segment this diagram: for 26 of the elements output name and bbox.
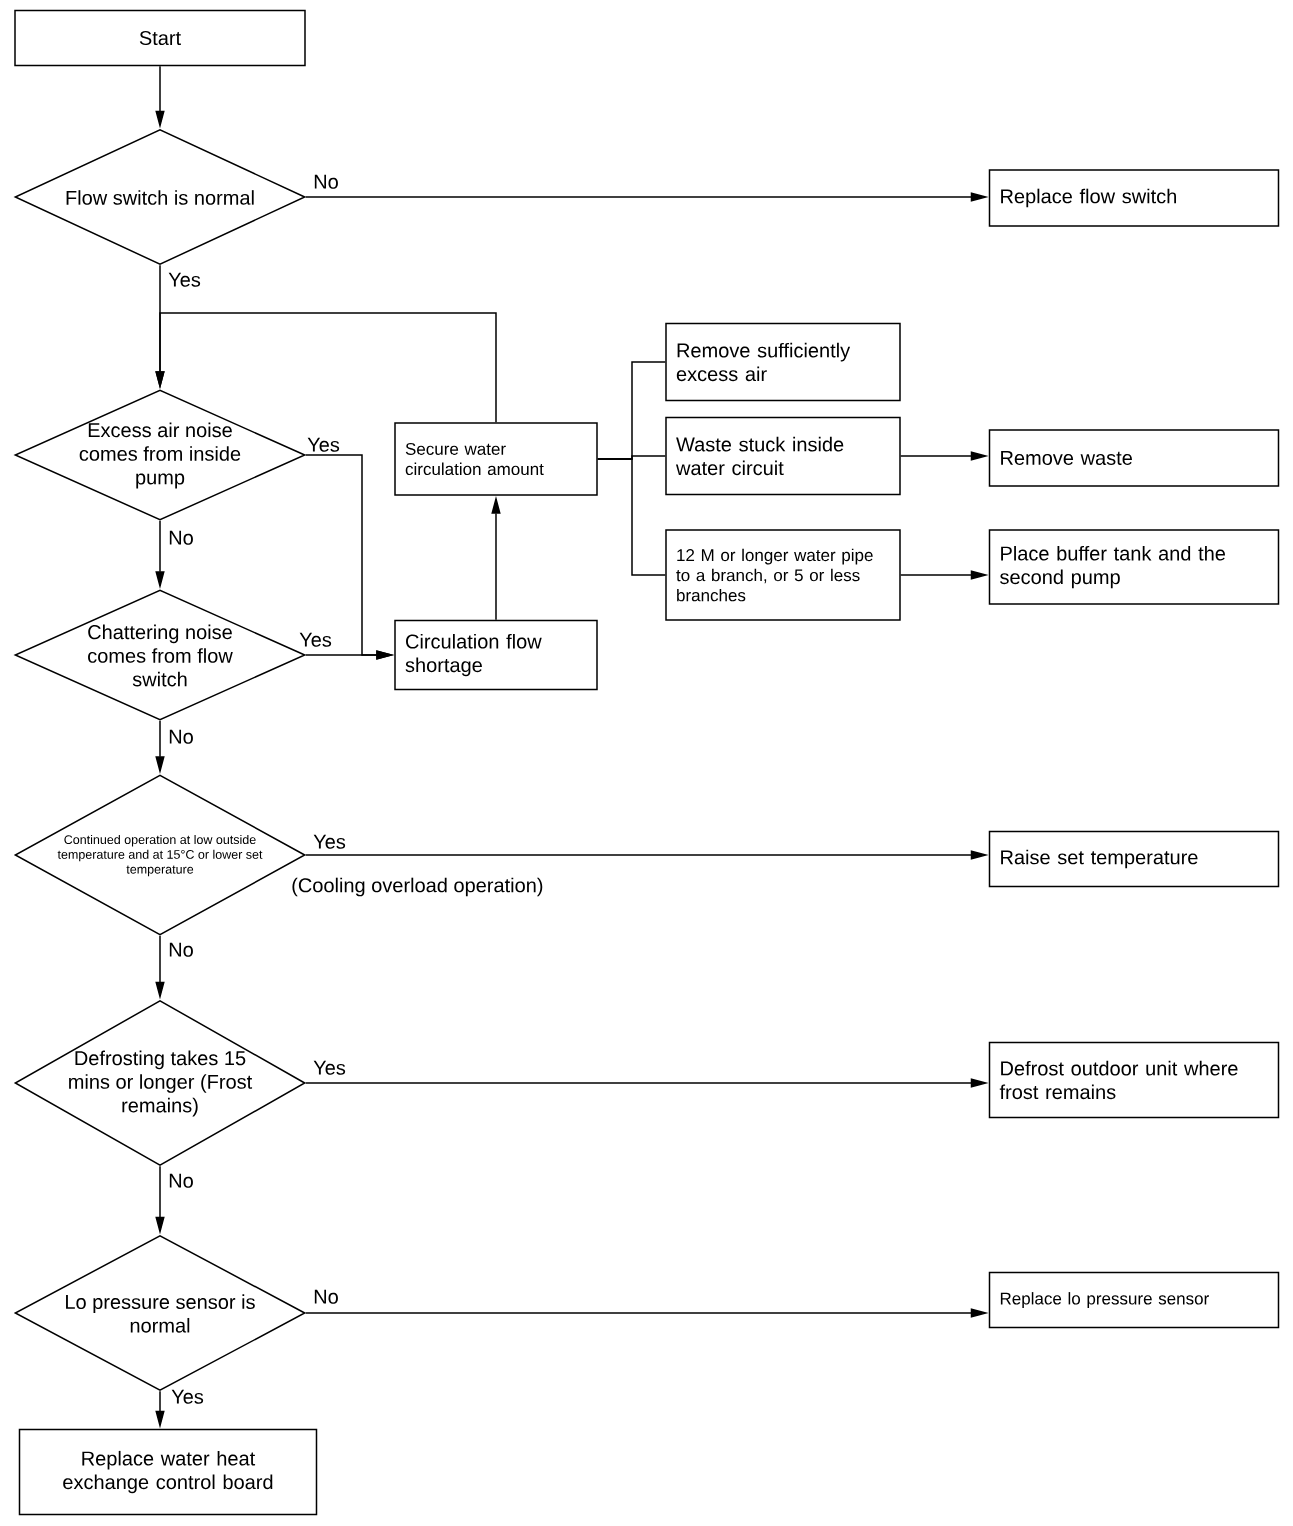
process-box: Waste stuck inside water circuit — [665, 416, 901, 496]
end-box: Replace water heat exchange control board — [18, 1428, 318, 1516]
process-box: Circulation flow shortage — [394, 619, 598, 691]
edge-label: Yes — [167, 271, 202, 288]
process-box: Defrost outdoor unit where frost remains — [988, 1041, 1280, 1119]
process-box: 12 M or longer water pipe to a branch, or 5 or less branches — [665, 529, 901, 621]
process-box: Raise set temperature — [988, 830, 1280, 888]
connector-line — [597, 458, 666, 576]
edge-label: No — [167, 728, 195, 745]
process-box: Remove waste — [988, 429, 1280, 487]
edge-label: No — [167, 1172, 195, 1189]
edge-label: No — [167, 529, 195, 546]
arrow — [155, 312, 497, 423]
start-box: Start — [14, 9, 306, 67]
process-box: Place buffer tank and the second pump — [988, 529, 1280, 605]
process-box: Replace flow switch — [988, 169, 1280, 227]
note-text: (Cooling overload operation) — [292, 877, 543, 897]
process-box: Replace lo pressure sensor — [988, 1271, 1280, 1329]
process-box: Remove sufficiently excess air — [665, 322, 901, 402]
edge-label: No — [312, 173, 340, 190]
edge-label: Yes — [312, 1059, 347, 1076]
edge-label: No — [312, 1288, 340, 1305]
edge-label: Yes — [306, 436, 341, 453]
edge-label: Yes — [312, 833, 347, 850]
edge-label: No — [167, 941, 195, 958]
process-box: Secure water circulation amount — [394, 422, 598, 496]
